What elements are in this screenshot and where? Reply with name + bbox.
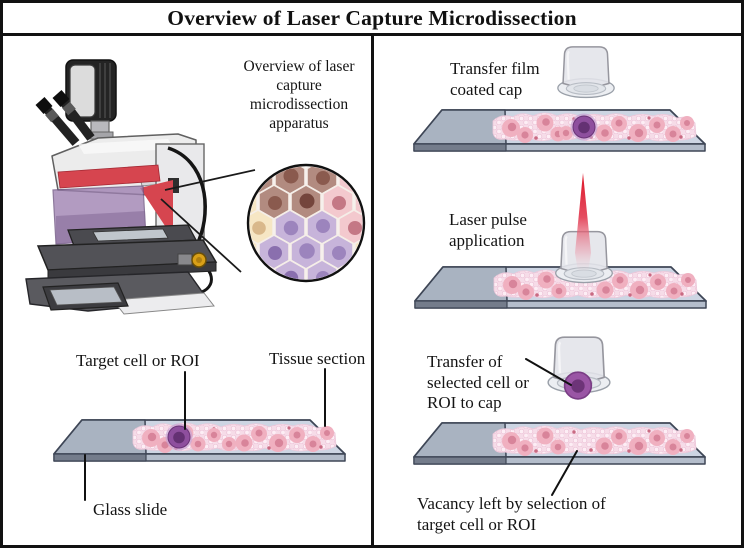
microscope-illustration xyxy=(25,59,218,315)
transfer-cap-illustration xyxy=(556,45,616,99)
step3-caption: Transfer of selected cell or ROI to cap xyxy=(427,352,529,413)
glass-slide-label: Glass slide xyxy=(93,500,168,519)
laser-beam-icon xyxy=(575,173,591,272)
slide-vacancy-illustration xyxy=(413,422,706,465)
eyepieces-icon xyxy=(35,90,95,146)
page-title: Overview of Laser Capture Microdissectio… xyxy=(167,5,577,30)
title-bar: Overview of Laser Capture Microdissectio… xyxy=(3,3,741,36)
slide-step1-illustration xyxy=(413,109,706,152)
magnified-cells-inset xyxy=(160,163,366,283)
apparatus-caption: Overview of laser capture microdissectio… xyxy=(243,58,355,132)
glass-slide-illustration xyxy=(53,419,346,462)
target-cell-icon xyxy=(165,423,193,451)
step4-caption: Vacancy left by selection of target cell… xyxy=(417,494,606,534)
step1-caption: Transfer film coated cap xyxy=(450,59,540,99)
step2-caption: Laser pulse application xyxy=(449,210,527,250)
cap-with-cell-illustration xyxy=(546,335,612,400)
target-cell-icon xyxy=(570,113,598,141)
target-cell-label: Target cell or ROI xyxy=(76,351,200,370)
tissue-section-label: Tissue section xyxy=(269,349,366,368)
panel-divider xyxy=(371,36,374,545)
